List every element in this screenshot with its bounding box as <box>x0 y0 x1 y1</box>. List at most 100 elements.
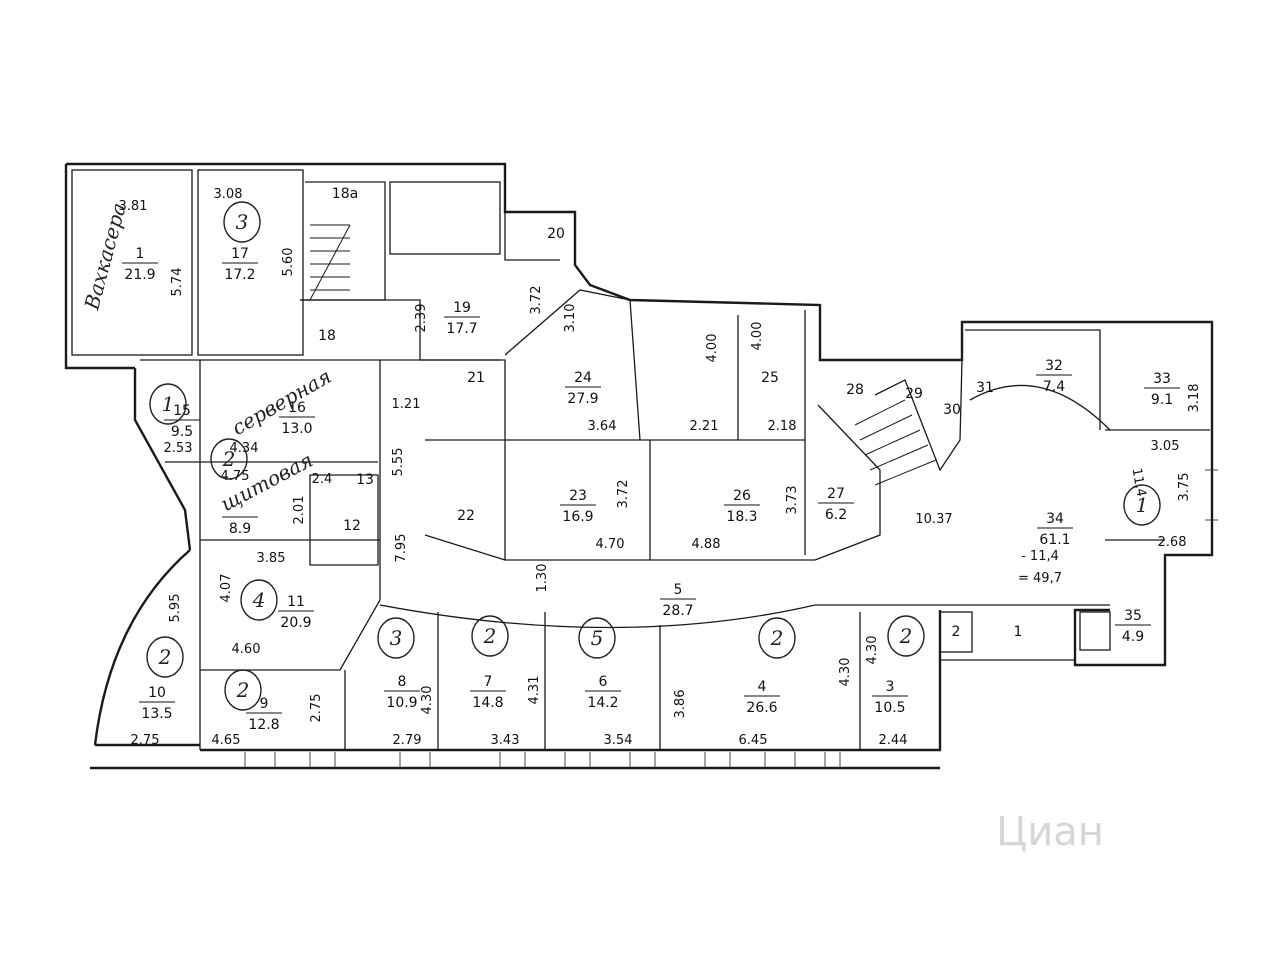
room-label-r31: 31 <box>976 380 994 396</box>
dimension-label: 5.95 <box>168 594 183 623</box>
room-number: 28 <box>846 382 864 398</box>
circled-marker: 2 <box>758 617 796 659</box>
dimension-label: 3.43 <box>491 733 520 748</box>
room-area: 10.5 <box>874 700 905 716</box>
circled-marker: 3 <box>377 617 415 659</box>
room-number: 24 <box>574 370 592 386</box>
marker-number: 4 <box>252 588 266 612</box>
room-number: 32 <box>1045 358 1063 374</box>
dimension-label: 3.72 <box>616 480 631 509</box>
dimension-label: 3.86 <box>673 690 688 719</box>
room-number: 33 <box>1153 371 1171 387</box>
room-label-r7: 714.8 <box>470 674 506 711</box>
dimension-label: 2.68 <box>1158 535 1187 550</box>
windows <box>244 469 1218 768</box>
marker-circle <box>149 383 187 425</box>
room-label-r29: 29 <box>905 386 923 402</box>
dimension-label: 4.31 <box>527 676 542 705</box>
dimension-label: 4.00 <box>705 334 720 363</box>
room-label-r10: 10 13.5 <box>139 685 175 722</box>
room-label-r9: 912.8 <box>246 696 282 733</box>
room-area: 61.1 <box>1039 532 1070 548</box>
dimension-label: 7.95 <box>394 534 409 563</box>
dimension-label: 3.72 <box>529 286 544 315</box>
marker-circle <box>471 615 509 657</box>
room-label-r13: 13 <box>356 472 374 488</box>
marker-number: 5 <box>591 626 604 650</box>
room-label-r25: 25 <box>761 370 779 386</box>
room-area: 14.8 <box>472 695 503 711</box>
dimension-label: 10.37 <box>915 512 952 527</box>
room-number: 31 <box>976 380 994 396</box>
marker-circle <box>887 615 925 657</box>
marker-circle <box>223 201 261 243</box>
marker-number: 1 <box>1136 493 1149 517</box>
handwritten-corr-note3: = 49,7 <box>1018 571 1062 586</box>
dimension-label: 2.18 <box>768 419 797 434</box>
dimension-label: 5.74 <box>170 268 185 297</box>
room-label-r28: 28 <box>846 382 864 398</box>
dimension-label: 2.39 <box>414 304 429 333</box>
dimension-label: 2.75 <box>131 733 160 748</box>
dimension-label: 4.60 <box>232 642 261 657</box>
dimension-label: 5.55 <box>391 448 406 477</box>
handwritten-room1-note: Вахкасера <box>79 200 131 313</box>
dimension-label: 2.01 <box>292 496 307 525</box>
watermark-text: Циан <box>996 809 1104 855</box>
room-number: 11 <box>287 594 305 610</box>
room-number: 35 <box>1124 608 1142 624</box>
dimension-label: 4.70 <box>596 537 625 552</box>
dimension-label: 2.4 <box>312 472 333 487</box>
outer-walls <box>64 162 1214 770</box>
room-number: 6 <box>599 674 608 690</box>
dimension-label: 3.75 <box>1177 473 1192 502</box>
stairs <box>309 224 937 486</box>
room-number: 1 <box>136 246 145 262</box>
dimension-label: 3.81 <box>119 199 148 214</box>
room-number: 9 <box>260 696 269 712</box>
room-number: 21 <box>467 370 485 386</box>
room-number: 8 <box>398 674 407 690</box>
dimension-label: 1.21 <box>392 397 421 412</box>
room-area: 8.9 <box>229 521 251 537</box>
circled-marker: 2 <box>146 636 184 678</box>
dimension-label: 3.85 <box>257 551 286 566</box>
marker-circle <box>240 579 278 621</box>
circled-marker: 4 <box>240 579 278 621</box>
dimension-label: 4.30 <box>838 658 853 687</box>
marker-circle <box>146 636 184 678</box>
dimension-label: 5.60 <box>281 248 296 277</box>
room-number: 18 <box>318 328 336 344</box>
room-number: 17 <box>231 246 249 262</box>
room-area: 21.9 <box>124 267 155 283</box>
interior-walls <box>71 169 1210 750</box>
dimension-label: 2.79 <box>393 733 422 748</box>
room-number: 19 <box>453 300 471 316</box>
room-label-r1b: 1 <box>1014 624 1023 640</box>
room-number: 29 <box>905 386 923 402</box>
room-area: 13.5 <box>141 706 172 722</box>
dimension-label: 3.54 <box>604 733 633 748</box>
room-label-r8: 810.9 <box>384 674 420 711</box>
room-label-r20: 20 <box>547 226 565 242</box>
room-area: 10.9 <box>386 695 417 711</box>
room-number: 27 <box>827 486 845 502</box>
room-label-r4: 426.6 <box>744 679 780 716</box>
dimension-label: 6.45 <box>739 733 768 748</box>
marker-number: 2 <box>222 447 236 471</box>
dimension-label: 4.07 <box>219 574 234 603</box>
marker-number: 2 <box>770 626 784 650</box>
dimension-label: 4.30 <box>420 686 435 715</box>
room-area: 4.9 <box>1122 629 1144 645</box>
room-number: 2 <box>952 624 961 640</box>
room-area: 17.7 <box>446 321 477 337</box>
circled-marker: 3 <box>223 201 261 243</box>
room-area: 17.2 <box>224 267 255 283</box>
dimension-label: 3.73 <box>785 486 800 515</box>
room-number: 10 <box>148 685 166 701</box>
room-area: 27.9 <box>567 391 598 407</box>
